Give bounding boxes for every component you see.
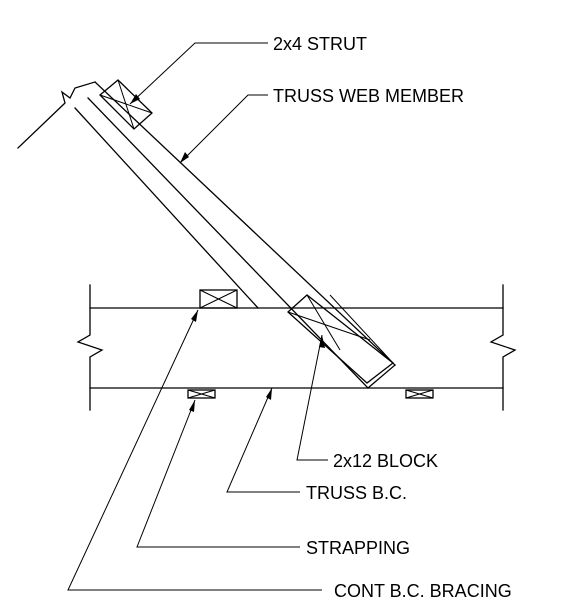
label-block: 2x12 BLOCK	[333, 451, 438, 471]
strut-2x4	[99, 79, 153, 130]
leader-strut	[129, 42, 268, 105]
strapping-right	[405, 389, 434, 399]
leader-strapping	[136, 399, 300, 548]
label-web-member: TRUSS WEB MEMBER	[273, 86, 464, 106]
leader-block	[296, 334, 328, 461]
bc-bracing-block	[199, 289, 238, 309]
label-bracing: CONT B.C. BRACING	[334, 581, 512, 600]
truss-bottom-chord	[76, 284, 517, 411]
leader-bracing	[67, 309, 322, 591]
leader-web-member	[179, 94, 268, 164]
block-2x12	[287, 294, 395, 384]
strapping-left	[187, 389, 216, 399]
truss-top-member	[17, 81, 259, 309]
label-strapping: STRAPPING	[306, 538, 410, 558]
label-strut: 2x4 STRUT	[273, 34, 367, 54]
label-bottom-chord: TRUSS B.C.	[306, 483, 407, 503]
leader-bottom-chord	[226, 387, 300, 493]
